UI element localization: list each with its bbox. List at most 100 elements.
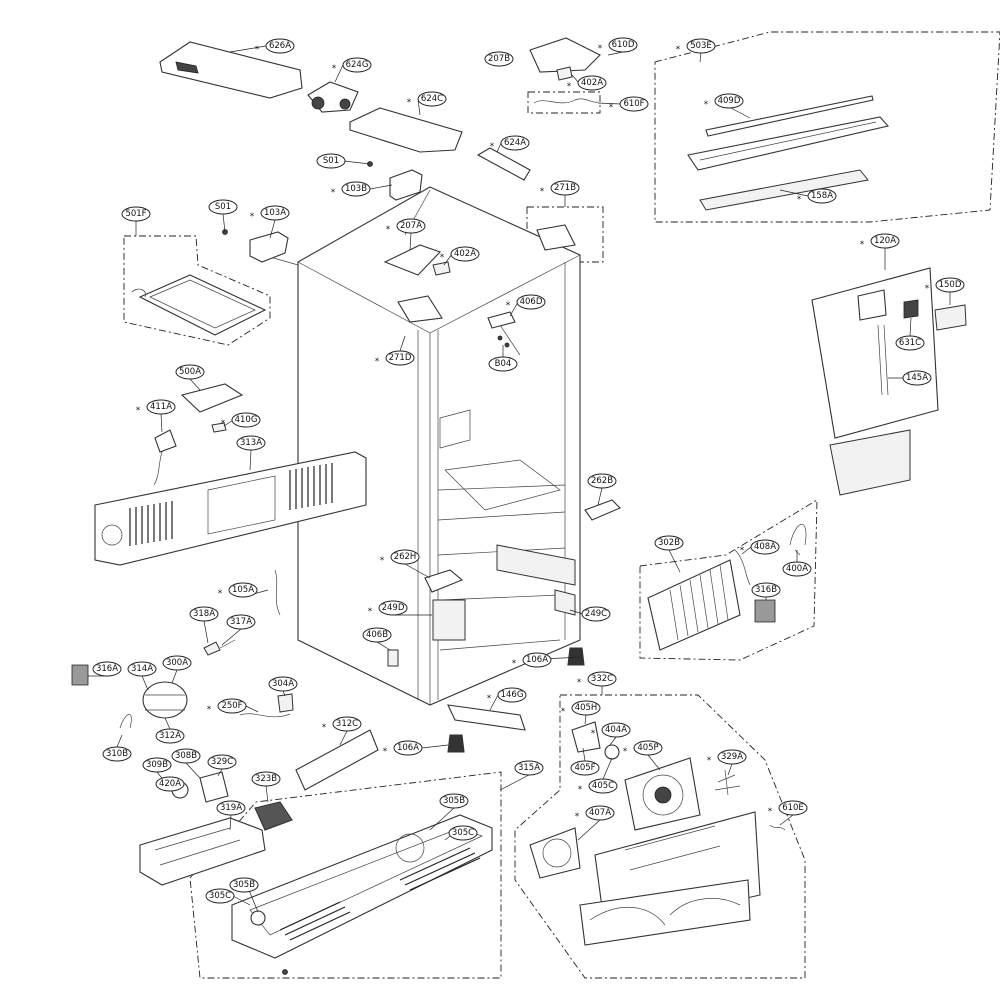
part-label-262B: 262B (587, 473, 617, 489)
label-bubble (717, 749, 747, 765)
replaceable-star: * (506, 301, 510, 311)
right-parts (387, 267, 967, 667)
part-label-631C: 631C (895, 335, 925, 351)
label-text: 610E (782, 803, 804, 813)
replaceable-star: * (591, 729, 595, 739)
part-label-103A: 103A* (250, 205, 290, 222)
label-text: 329C (211, 757, 233, 767)
replaceable-star: * (577, 678, 581, 688)
outline-332C (514, 694, 806, 979)
label-bubble (581, 606, 611, 622)
part-label-103B: 103B* (331, 181, 371, 198)
part-label-B04: B04 (488, 356, 518, 372)
part-411A (154, 429, 177, 453)
replaceable-star: * (676, 45, 680, 55)
part-262H (424, 569, 464, 593)
part-106A-a (567, 647, 585, 666)
replaceable-star: * (768, 807, 772, 817)
label-text: 405F (574, 763, 595, 773)
bottom-left-parts (71, 647, 585, 886)
label-bubble (782, 561, 812, 577)
part-624C (349, 107, 463, 153)
part-label-106A: 106A * (512, 652, 552, 669)
part-label-262H: 262H* (380, 549, 420, 566)
replaceable-star: * (575, 812, 579, 822)
part-label-316B: 316B (751, 582, 781, 598)
part-label-610E: 610E * (768, 800, 808, 817)
part-label-329C: 329C (207, 754, 237, 770)
part-262B (584, 499, 621, 521)
part-label-404A: 404A * (591, 722, 631, 739)
label-text: 405C (592, 781, 614, 791)
label-bubble (484, 51, 514, 67)
label-bubble (92, 661, 122, 677)
replaceable-star: * (609, 103, 613, 113)
label-bubble (686, 38, 716, 54)
top-parts (159, 37, 890, 348)
part-label-308B: 308B (171, 748, 201, 764)
label-bubble (393, 740, 423, 756)
label-text: 402A (454, 249, 476, 259)
label-text: 420A (159, 779, 181, 789)
label-bubble (522, 652, 552, 668)
part-329A (714, 769, 741, 796)
part-316A (71, 664, 89, 686)
label-text: 120A (874, 236, 896, 246)
part-label-310B: 310B (102, 746, 132, 762)
replaceable-star: * (561, 707, 565, 717)
part-label-120A: 120A * (860, 233, 900, 250)
label-text: 405H (575, 703, 598, 713)
label-text: 404A (605, 725, 627, 735)
part-label-158A: 158A* (797, 188, 837, 205)
replaceable-star: * (740, 546, 744, 556)
label-bubble (714, 93, 744, 109)
part-label-249D: 249D* (368, 600, 408, 617)
replaceable-star: * (860, 240, 864, 250)
part-label-106A: 106A* (383, 740, 423, 757)
label-bubble (750, 539, 780, 555)
replaceable-star: * (598, 44, 602, 54)
part-146G (447, 704, 526, 731)
outline-501F (123, 235, 271, 346)
label-text: 305C (452, 828, 474, 838)
part-label-410G: 410G* (221, 412, 261, 429)
label-bubble (332, 716, 362, 732)
part-label-503E: 503E* (676, 38, 716, 55)
left-parts (94, 229, 367, 656)
label-text: 150D (939, 280, 962, 290)
part-406B (387, 649, 399, 667)
label-bubble (362, 627, 392, 643)
label-text: 106A (526, 655, 548, 665)
part-label-145A: 145A (902, 370, 932, 386)
replaceable-star: * (512, 659, 516, 669)
part-label-317A: 317A (226, 614, 256, 630)
part-label-S01: S01 (208, 199, 238, 215)
label-bubble (577, 75, 607, 91)
part-409D (705, 95, 874, 137)
replaceable-star: * (407, 98, 411, 108)
label-text: 624G (346, 60, 369, 70)
label-text: 318A (193, 609, 215, 619)
label-bubble (189, 606, 219, 622)
label-bubble (231, 412, 261, 428)
label-text: 312A (159, 731, 181, 741)
part-label-309B: 309B (142, 757, 172, 773)
replaceable-star: * (487, 694, 491, 704)
part-402A-top (556, 66, 573, 81)
part-label-319A: 319A (216, 800, 246, 816)
part-207B (529, 37, 601, 73)
label-bubble (102, 746, 132, 762)
part-label-420A: 420A (155, 776, 185, 792)
part-label-305C: 305C (205, 888, 235, 904)
replaceable-star: * (578, 785, 582, 795)
outline-315A (189, 771, 502, 979)
label-bubble (127, 661, 157, 677)
label-bubble (497, 687, 527, 703)
label-text: 145A (906, 373, 928, 383)
part-label-405P: 405P* (623, 740, 663, 757)
label-text: 103A (264, 208, 286, 218)
part-150D (934, 304, 967, 331)
part-610E (769, 824, 786, 831)
label-text: 271D (389, 353, 412, 363)
label-text: 610F (623, 99, 644, 109)
